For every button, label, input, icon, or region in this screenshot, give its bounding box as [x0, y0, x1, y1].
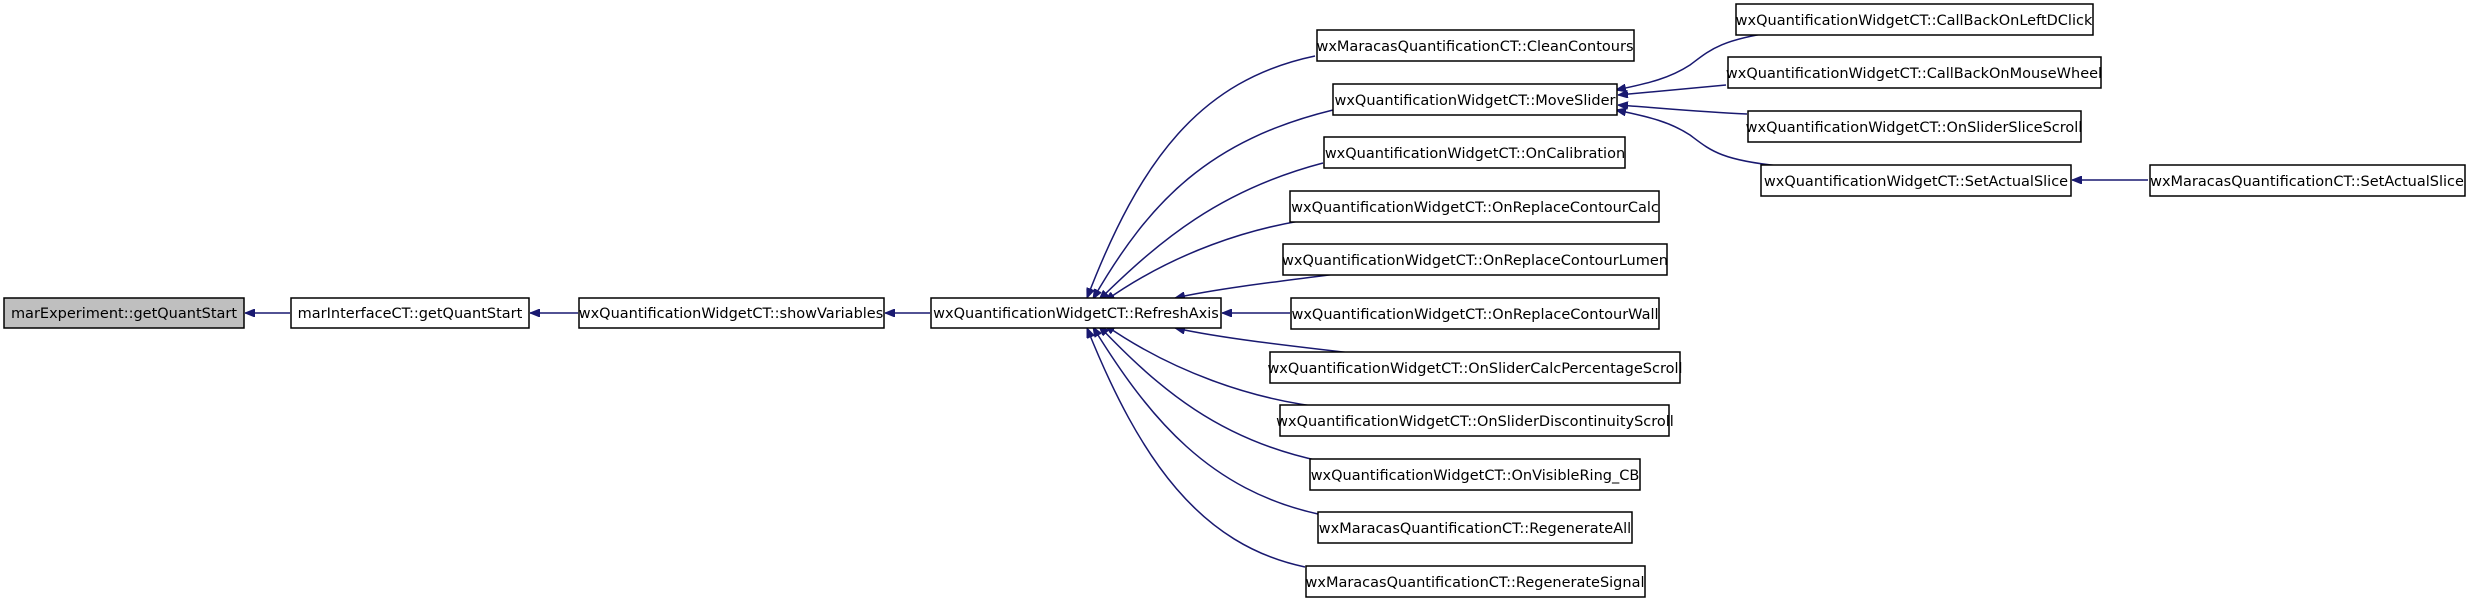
node-OnVisibleRing_CB[interactable]: wxQuantificationWidgetCT::OnVisibleRing_… [1309, 458, 1641, 491]
edge-n5-n3 [1093, 109, 1334, 299]
node-OnReplaceContourWall[interactable]: wxQuantificationWidgetCT::OnReplaceConto… [1290, 297, 1660, 330]
edge-n16-n5 [1618, 84, 1727, 95]
node-marExperiment-getQuantStart[interactable]: marExperiment::getQuantStart [3, 297, 245, 329]
node-OnReplaceContourLumen[interactable]: wxQuantificationWidgetCT::OnReplaceConto… [1282, 243, 1668, 276]
node-label: wxMaracasQuantificationCT::RegenerateAll [1319, 521, 1631, 537]
node-showVariables[interactable]: wxQuantificationWidgetCT::showVariables [578, 297, 885, 329]
node-label: wxQuantificationWidgetCT::SetActualSlice [1764, 174, 2068, 190]
node-RefreshAxis[interactable]: wxQuantificationWidgetCT::RefreshAxis [930, 297, 1222, 329]
node-OnCalibration[interactable]: wxQuantificationWidgetCT::OnCalibration [1323, 136, 1626, 169]
node-label: wxMaracasQuantificationCT::CleanContours [1316, 39, 1633, 55]
edge-n14-n3 [1086, 328, 1306, 568]
node-label: wxQuantificationWidgetCT::CallBackOnLeft… [1736, 13, 2093, 29]
edge-n18-n5 [1616, 110, 1781, 167]
node-MoveSlider[interactable]: wxQuantificationWidgetCT::MoveSlider [1332, 83, 1618, 116]
node-label: wxQuantificationWidgetCT::showVariables [579, 306, 884, 322]
node-label: wxQuantificationWidgetCT::CallBackOnMous… [1726, 66, 2102, 82]
edge-n12-n3 [1099, 326, 1321, 462]
node-label: wxQuantificationWidgetCT::OnSliderCalcPe… [1267, 361, 1682, 377]
node-CallBackOnLeftDClick[interactable]: wxQuantificationWidgetCT::CallBackOnLeft… [1735, 3, 2094, 36]
node-RegenerateSignal[interactable]: wxMaracasQuantificationCT::RegenerateSig… [1305, 565, 1646, 598]
node-CleanContours[interactable]: wxMaracasQuantificationCT::CleanContours [1316, 29, 1635, 62]
node-label: wxQuantificationWidgetCT::OnReplaceConto… [1291, 200, 1659, 216]
edge-n10-n3 [1175, 328, 1361, 355]
node-wxMaracasQuantificationCT-SetActualSlice[interactable]: wxMaracasQuantificationCT::SetActualSlic… [2149, 164, 2466, 197]
node-label: wxQuantificationWidgetCT::OnReplaceConto… [1291, 307, 1658, 323]
edge-n11-n3 [1105, 325, 1331, 409]
node-label: wxQuantificationWidgetCT::OnSliderSliceS… [1746, 120, 2083, 136]
node-OnReplaceContourCalc[interactable]: wxQuantificationWidgetCT::OnReplaceConto… [1289, 190, 1660, 223]
node-CallBackOnMouseWheel[interactable]: wxQuantificationWidgetCT::CallBackOnMous… [1726, 56, 2102, 89]
nodes: marExperiment::getQuantStart marInterfac… [3, 3, 2466, 598]
node-label: wxQuantificationWidgetCT::OnCalibration [1325, 146, 1625, 162]
edge-n4-n3 [1086, 55, 1316, 298]
node-label: wxQuantificationWidgetCT::OnVisibleRing_… [1311, 468, 1640, 484]
node-OnSliderDiscontinuityScroll[interactable]: wxQuantificationWidgetCT::OnSliderDiscon… [1276, 404, 1674, 437]
node-label: wxQuantificationWidgetCT::OnReplaceConto… [1282, 253, 1668, 269]
node-marInterfaceCT-getQuantStart[interactable]: marInterfaceCT::getQuantStart [290, 297, 530, 329]
edge-n17-n5 [1618, 105, 1748, 115]
edge-n15-n5 [1616, 31, 1776, 90]
node-label: marInterfaceCT::getQuantStart [298, 306, 523, 322]
node-label: marExperiment::getQuantStart [11, 306, 237, 322]
node-label: wxMaracasQuantificationCT::SetActualSlic… [2150, 174, 2464, 190]
node-label: wxMaracasQuantificationCT::RegenerateSig… [1306, 575, 1645, 591]
node-OnSliderCalcPercentageScroll[interactable]: wxQuantificationWidgetCT::OnSliderCalcPe… [1267, 351, 1683, 384]
node-OnSliderSliceScroll[interactable]: wxQuantificationWidgetCT::OnSliderSliceS… [1746, 110, 2083, 143]
node-RegenerateAll[interactable]: wxMaracasQuantificationCT::RegenerateAll [1317, 511, 1633, 544]
node-label: wxQuantificationWidgetCT::OnSliderDiscon… [1276, 414, 1674, 430]
node-label: wxQuantificationWidgetCT::RefreshAxis [933, 306, 1219, 322]
edge-n6-n3 [1099, 162, 1324, 300]
node-label: wxQuantificationWidgetCT::MoveSlider [1334, 93, 1615, 109]
edge-n13-n3 [1093, 327, 1319, 515]
node-wxQuantificationWidgetCT-SetActualSlice[interactable]: wxQuantificationWidgetCT::SetActualSlice [1760, 164, 2072, 197]
edges [245, 31, 2148, 568]
